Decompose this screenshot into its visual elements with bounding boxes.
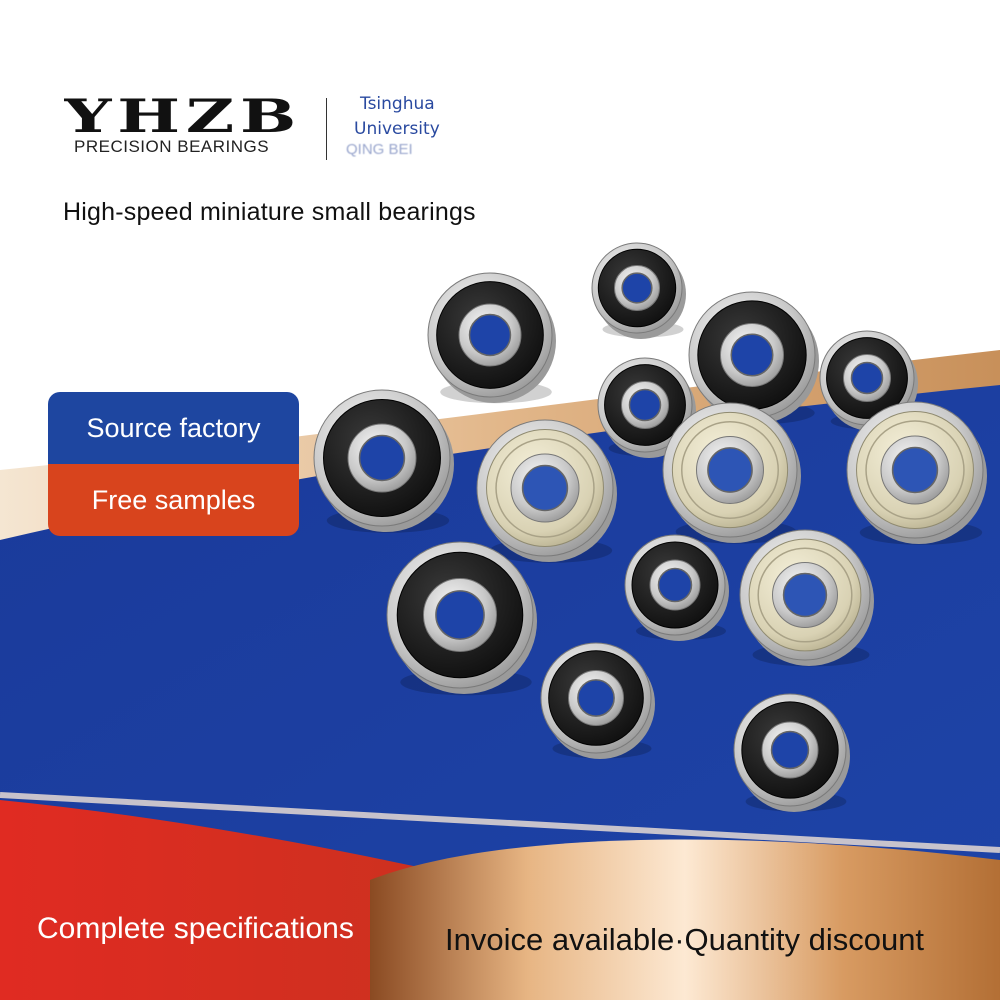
bearing-group	[313, 242, 987, 812]
sealed-bearing	[591, 242, 686, 339]
badge-source-factory: Source factory	[48, 392, 299, 464]
shielded-bearing	[476, 419, 617, 563]
partner-line2: University	[354, 119, 440, 139]
sealed-bearing	[733, 693, 850, 812]
sealed-bearing	[427, 272, 556, 404]
shielded-bearing	[662, 402, 801, 544]
brand-subtitle: PRECISION BEARINGS	[74, 137, 270, 156]
band-highlight	[0, 792, 1000, 853]
product-tagline: High-speed miniature small bearings	[63, 198, 476, 226]
svg-text:YHZB: YHZB	[64, 94, 302, 136]
bronze-band	[370, 839, 1000, 1000]
sealed-bearing	[624, 534, 729, 641]
partner-line3: QING BEI	[346, 141, 413, 158]
footer-complete-specifications: Complete specifications	[37, 912, 354, 945]
partner-logo: Tsinghua University QING BEI	[346, 94, 464, 164]
sealed-bearing	[597, 357, 696, 458]
badge-free-samples: Free samples	[48, 464, 299, 536]
footer-invoice-discount: Invoice available·Quantity discount	[445, 922, 925, 957]
partner-line1: Tsinghua	[360, 94, 435, 114]
sealed-bearing	[540, 642, 655, 759]
sealed-bearing	[313, 389, 454, 533]
shielded-bearing	[739, 529, 874, 667]
logo-divider	[326, 98, 327, 160]
sealed-bearing	[386, 541, 537, 696]
shielded-bearing	[846, 401, 987, 545]
brand-logo-mark: YHZB	[64, 94, 302, 136]
brand-logo: YHZB PRECISION BEARINGS Tsinghua Univers…	[62, 94, 482, 164]
